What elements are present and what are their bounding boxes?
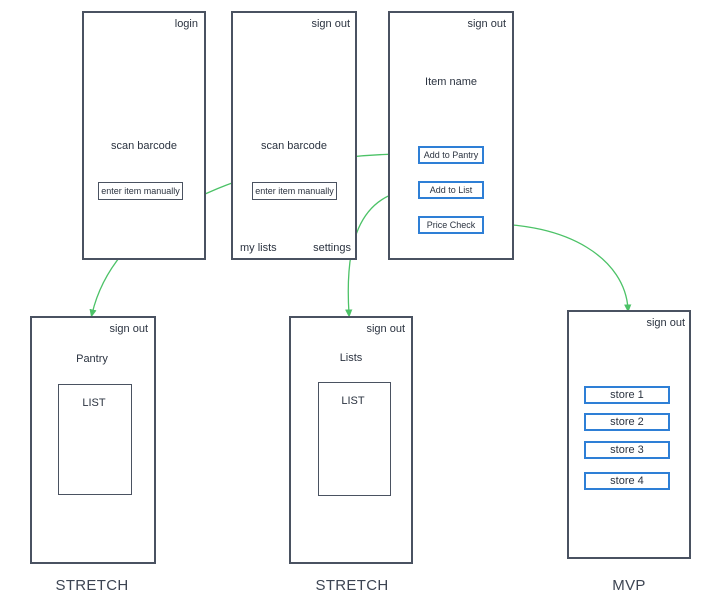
settings-link[interactable]: settings [313,242,351,254]
store-1-button[interactable]: store 1 [584,386,670,404]
store-4-button[interactable]: store 4 [584,472,670,490]
add-to-pantry-button[interactable]: Add to Pantry [418,146,484,164]
pantry-caption: STRETCH [55,577,129,594]
login-link[interactable]: login [174,18,198,30]
my-lists-link[interactable]: my lists [240,242,277,254]
price-caption: MVP [612,577,646,594]
lists-screen: sign out Lists LIST [289,316,413,564]
pantry-list-panel[interactable]: LIST [58,384,132,495]
store-2-button[interactable]: store 2 [584,413,670,431]
lists-list-panel[interactable]: LIST [318,382,391,496]
list-label: LIST [341,395,365,407]
sign-out-link[interactable]: sign out [646,317,685,329]
store-3-button[interactable]: store 3 [584,441,670,459]
scan-barcode-label[interactable]: scan barcode [260,140,328,152]
price-check-screen: sign out store 1 store 2 store 3 store 4 [567,310,691,559]
pantry-screen: sign out Pantry LIST [30,316,156,564]
login-screen: login scan barcode enter item manually [82,11,206,260]
scan-barcode-label[interactable]: scan barcode [110,140,178,152]
list-label: LIST [82,397,106,409]
sign-out-link[interactable]: sign out [311,18,350,30]
lists-caption: STRETCH [315,577,389,594]
price-check-button[interactable]: Price Check [418,216,484,234]
home-screen: sign out scan barcode enter item manuall… [231,11,357,260]
item-name-label: Item name [425,76,477,88]
enter-item-manually-button[interactable]: enter item manually [98,182,183,200]
pantry-title: Pantry [76,353,108,365]
enter-item-manually-button[interactable]: enter item manually [252,182,337,200]
sign-out-link[interactable]: sign out [467,18,506,30]
lists-title: Lists [339,352,363,364]
add-to-list-button[interactable]: Add to List [418,181,484,199]
sign-out-link[interactable]: sign out [109,323,148,335]
sign-out-link[interactable]: sign out [366,323,405,335]
item-screen: sign out Item name Add to Pantry Add to … [388,11,514,260]
